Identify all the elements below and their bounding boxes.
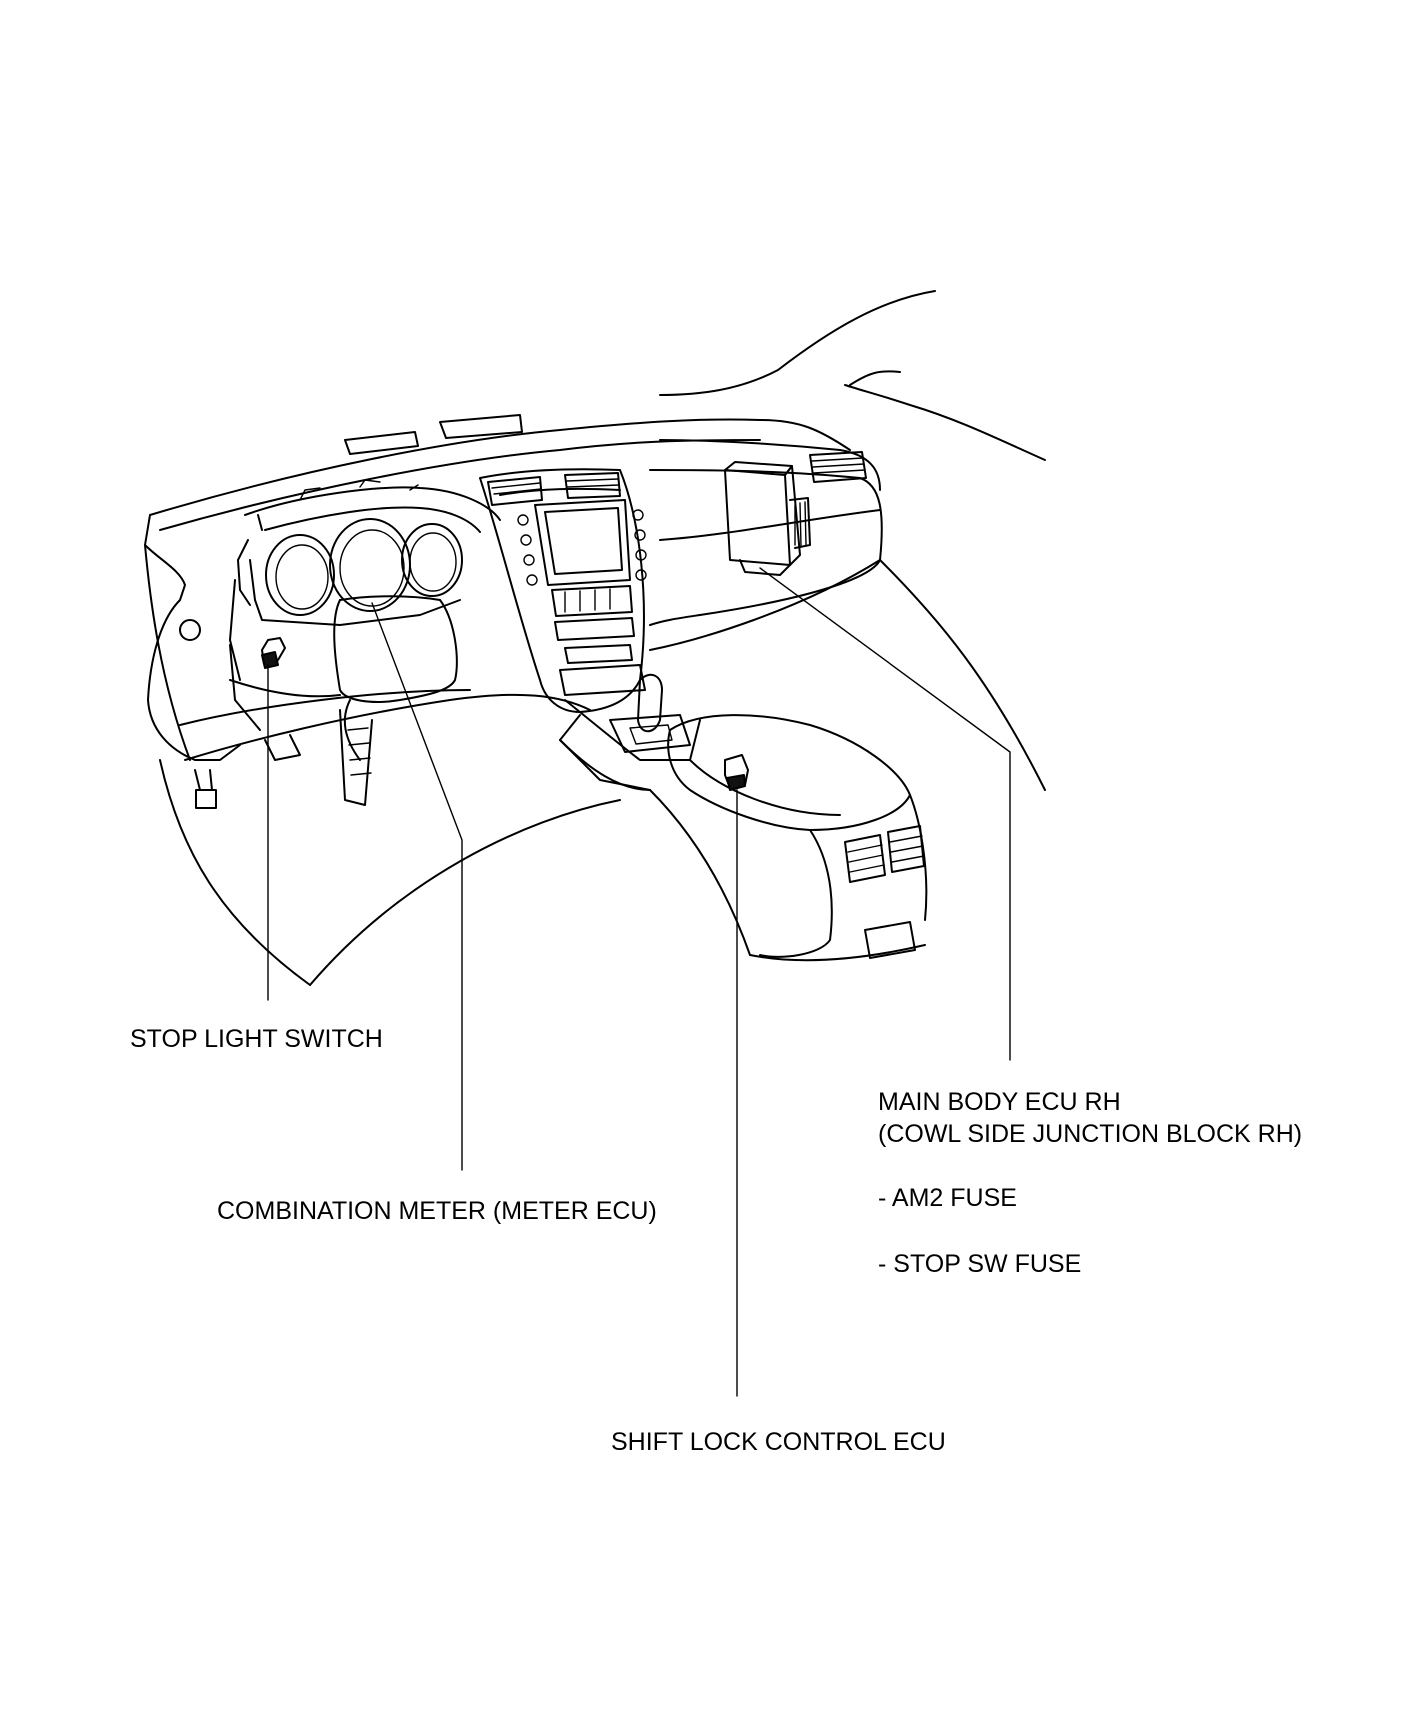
gauge-left xyxy=(265,534,335,616)
console-base xyxy=(749,944,926,962)
left-vent-knob xyxy=(179,619,201,641)
shift-gate-inner xyxy=(629,724,673,745)
rear-vent-left xyxy=(844,834,886,883)
left-pedal xyxy=(195,789,217,809)
a-pillar-right xyxy=(844,384,1046,461)
right-vent xyxy=(809,451,867,483)
stack-btn-r3 xyxy=(635,549,647,561)
center-defroster xyxy=(439,414,523,439)
pedal-accel xyxy=(264,734,301,761)
stop-light-switch-body xyxy=(261,651,279,669)
label-stop-sw-fuse: - STOP SW FUSE xyxy=(878,1250,1082,1278)
stack-btn-r1 xyxy=(632,509,644,521)
cluster-frame xyxy=(249,559,461,626)
floor-console-line xyxy=(559,739,651,791)
nav-screen-bezel xyxy=(534,499,631,586)
console-rear-face xyxy=(759,829,833,958)
center-lower-stack xyxy=(559,664,646,696)
center-vent-right-slats xyxy=(566,478,620,488)
right-dash-face xyxy=(649,469,883,626)
label-main-body-ecu: MAIN BODY ECU RH xyxy=(878,1088,1121,1116)
center-stack-inner xyxy=(499,487,621,496)
main-body-ecu-connector-lines xyxy=(794,501,807,547)
dash-left-side xyxy=(144,544,191,761)
leader-main-body-ecu xyxy=(759,567,1011,1061)
armrest-top xyxy=(667,714,911,831)
pedal-brake-ribs xyxy=(347,727,372,776)
knee-panel xyxy=(229,644,341,731)
left-dash-edge xyxy=(229,579,241,681)
rear-ashtray xyxy=(864,921,916,959)
right-dash-bottom xyxy=(649,559,881,651)
main-body-ecu-side xyxy=(784,465,801,566)
column-cover xyxy=(339,595,441,601)
center-vent-right xyxy=(564,472,621,499)
label-combination-meter: COMBINATION METER (METER ECU) xyxy=(217,1197,657,1225)
shift-knob xyxy=(637,673,663,733)
windshield-line xyxy=(659,290,936,396)
nav-screen xyxy=(544,507,623,575)
shift-lock-ecu-body xyxy=(726,774,746,791)
stack-btn-l2 xyxy=(520,534,532,546)
climate-panel xyxy=(551,585,633,617)
center-stack-outline xyxy=(479,468,645,713)
cd-slot xyxy=(564,644,633,664)
label-cowl-side-junction-block: (COWL SIDE JUNCTION BLOCK RH) xyxy=(878,1120,1303,1148)
rear-vent-left-slats xyxy=(847,844,885,873)
console-lower-left xyxy=(649,789,751,956)
gauge-right xyxy=(401,523,463,597)
leader-combination-meter xyxy=(371,602,463,1171)
left-defroster xyxy=(344,431,419,455)
center-vent-left-slats xyxy=(491,482,542,495)
main-body-ecu-connectors xyxy=(789,497,811,549)
cluster-left-bracket xyxy=(237,514,263,606)
stack-btn-r4 xyxy=(635,569,647,581)
cluster-hood-inner xyxy=(264,506,481,533)
right-floor-line xyxy=(879,559,1046,791)
cluster-hood xyxy=(244,486,501,521)
climate-buttons xyxy=(564,588,611,613)
center-vent-left xyxy=(487,476,543,506)
lower-panel-line xyxy=(184,693,591,761)
stack-btn-l1 xyxy=(517,514,529,526)
climate-lower xyxy=(554,617,635,641)
gauge-right-inner xyxy=(409,532,457,592)
steering-column xyxy=(333,599,458,703)
left-lower-edge xyxy=(194,744,241,761)
door-pillar xyxy=(849,370,901,386)
gauge-left-inner xyxy=(275,544,329,610)
label-shift-lock-ecu: SHIFT LOCK CONTROL ECU xyxy=(611,1428,946,1456)
gauge-center-inner xyxy=(339,529,405,607)
stack-btn-r2 xyxy=(634,529,646,541)
glovebox-line xyxy=(659,509,881,541)
stack-btn-l4 xyxy=(526,574,538,586)
right-vent-slats xyxy=(811,457,866,474)
stack-btn-l3 xyxy=(523,554,535,566)
label-am2-fuse: - AM2 FUSE xyxy=(878,1184,1017,1212)
lower-panel-line2 xyxy=(179,689,471,726)
pedal-brake xyxy=(339,709,373,806)
right-dash-top xyxy=(659,439,881,491)
dash-top-outline xyxy=(149,418,851,516)
cluster-top-tabs xyxy=(299,479,419,501)
console-front xyxy=(564,699,701,761)
floor-line-left xyxy=(309,799,621,986)
column-lower xyxy=(343,699,361,761)
left-pedal-arm xyxy=(194,769,213,791)
rear-vent-right xyxy=(887,825,925,873)
armrest-inner xyxy=(689,759,841,816)
shift-gate xyxy=(609,714,691,753)
main-body-ecu-bracket xyxy=(739,559,791,576)
label-stop-light-switch: STOP LIGHT SWITCH xyxy=(130,1025,383,1053)
main-body-ecu-front xyxy=(724,469,791,566)
left-kick-panel xyxy=(159,759,311,986)
rear-vent-right-slats xyxy=(889,835,925,863)
